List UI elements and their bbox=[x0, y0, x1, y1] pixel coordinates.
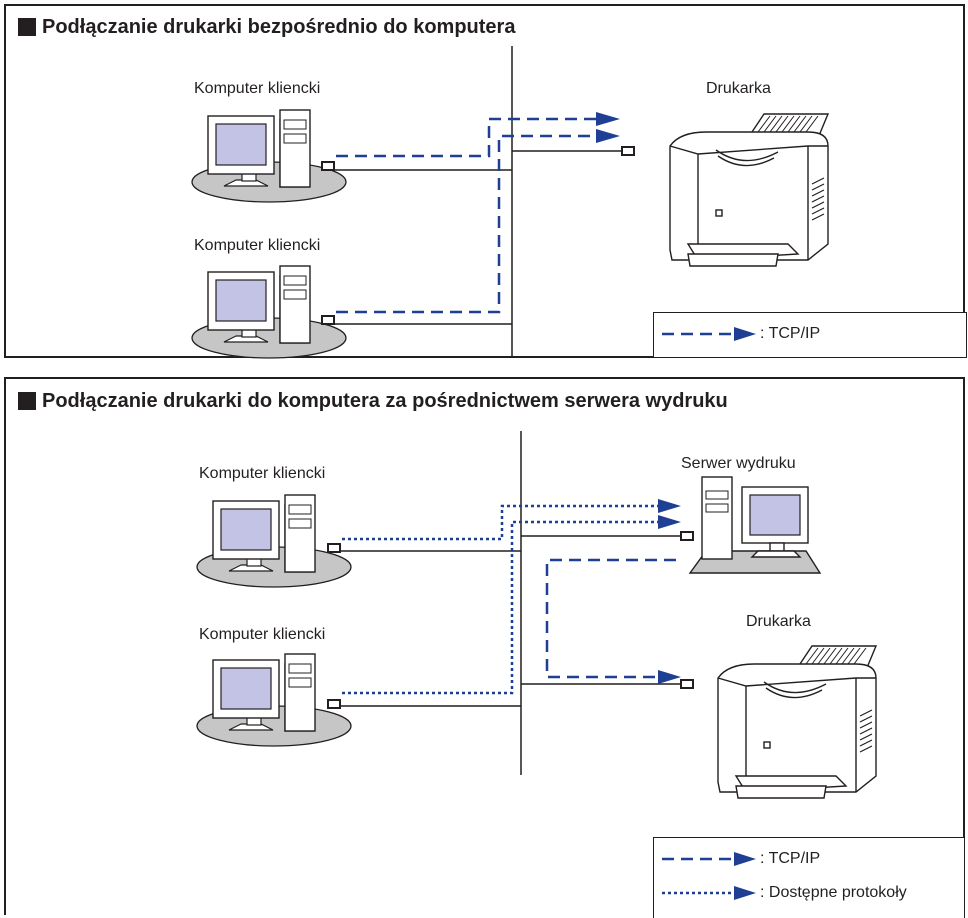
network-diagram bbox=[196, 431, 878, 799]
printer-icon bbox=[717, 645, 878, 799]
client-computer-label: Komputer kliencki bbox=[199, 465, 326, 482]
client-computer-label: Komputer kliencki bbox=[194, 237, 321, 254]
network-port-icon bbox=[327, 699, 341, 709]
legend-label: : TCP/IP bbox=[760, 325, 821, 342]
protocol-path bbox=[342, 504, 658, 541]
legend-item-available-protocols: : Dostępne protokoły bbox=[662, 882, 907, 904]
network-port-icon bbox=[321, 315, 335, 325]
title-bullet-icon bbox=[18, 392, 36, 410]
client-computer-icon bbox=[191, 265, 347, 359]
print-server-icon bbox=[688, 476, 822, 574]
legend: : TCP/IP bbox=[653, 312, 967, 358]
client-computer-icon bbox=[196, 494, 352, 588]
panel-title-text: Podłączanie drukarki bezpośrednio do kom… bbox=[42, 16, 516, 38]
printer-label: Drukarka bbox=[706, 80, 771, 97]
printer-icon bbox=[669, 113, 830, 267]
printer-label: Drukarka bbox=[746, 613, 811, 630]
client-computer-label: Komputer kliencki bbox=[199, 626, 326, 643]
arrow-head-icon bbox=[658, 670, 681, 684]
arrow-head-icon bbox=[658, 499, 681, 513]
protocol-path bbox=[342, 520, 658, 695]
network-port-icon bbox=[621, 146, 635, 156]
network-diagram bbox=[191, 46, 830, 359]
panel-title-text: Podłączanie drukarki do komputera za poś… bbox=[42, 390, 728, 412]
network-port-icon bbox=[680, 679, 694, 689]
direct-connection-panel: Podłączanie drukarki bezpośrednio do kom… bbox=[4, 4, 967, 359]
legend: : TCP/IP : Dostępne protokoły bbox=[653, 837, 965, 918]
dashed-arrow-icon bbox=[662, 327, 756, 341]
tcpip-path bbox=[545, 558, 676, 679]
panel-title: Podłączanie drukarki bezpośrednio do kom… bbox=[18, 15, 515, 39]
legend-label: : TCP/IP bbox=[760, 850, 821, 867]
title-bullet-icon bbox=[18, 18, 36, 36]
tcpip-path bbox=[336, 134, 596, 314]
legend-label: : Dostępne protokoły bbox=[760, 884, 907, 901]
arrow-head-icon bbox=[596, 129, 620, 143]
print-server-label: Serwer wydruku bbox=[681, 455, 796, 472]
dotted-arrow-icon bbox=[662, 886, 756, 900]
client-computer-label: Komputer kliencki bbox=[194, 80, 321, 97]
client-computer-icon bbox=[191, 109, 347, 203]
legend-item-tcpip: : TCP/IP bbox=[662, 323, 820, 345]
tcpip-path bbox=[336, 117, 596, 158]
network-port-icon bbox=[680, 531, 694, 541]
arrow-head-icon bbox=[658, 515, 681, 529]
arrow-head-icon bbox=[596, 112, 620, 126]
legend-item-tcpip: : TCP/IP bbox=[662, 848, 820, 870]
dashed-arrow-icon bbox=[662, 852, 756, 866]
network-port-icon bbox=[321, 161, 335, 171]
panel-title: Podłączanie drukarki do komputera za poś… bbox=[18, 389, 728, 413]
print-server-connection-panel: Podłączanie drukarki do komputera za poś… bbox=[4, 377, 965, 918]
network-port-icon bbox=[327, 543, 341, 553]
